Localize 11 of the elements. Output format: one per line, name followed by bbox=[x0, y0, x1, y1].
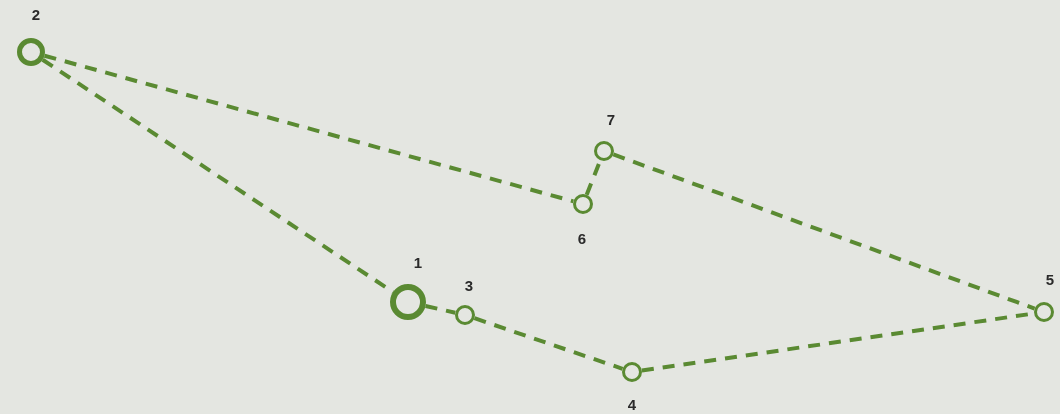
point-number: 3 bbox=[464, 277, 474, 293]
point-number: 2 bbox=[31, 6, 41, 22]
point-number: 6 bbox=[577, 230, 587, 246]
dashed-line bbox=[473, 316, 624, 371]
point-number: 5 bbox=[1045, 271, 1055, 287]
point-number: 4 bbox=[627, 396, 637, 412]
point-number: 7 bbox=[606, 111, 616, 127]
dashed-line bbox=[43, 53, 574, 204]
dashed-line bbox=[612, 152, 1036, 311]
dashed-line bbox=[425, 304, 456, 315]
point-number: 1 bbox=[413, 254, 423, 270]
